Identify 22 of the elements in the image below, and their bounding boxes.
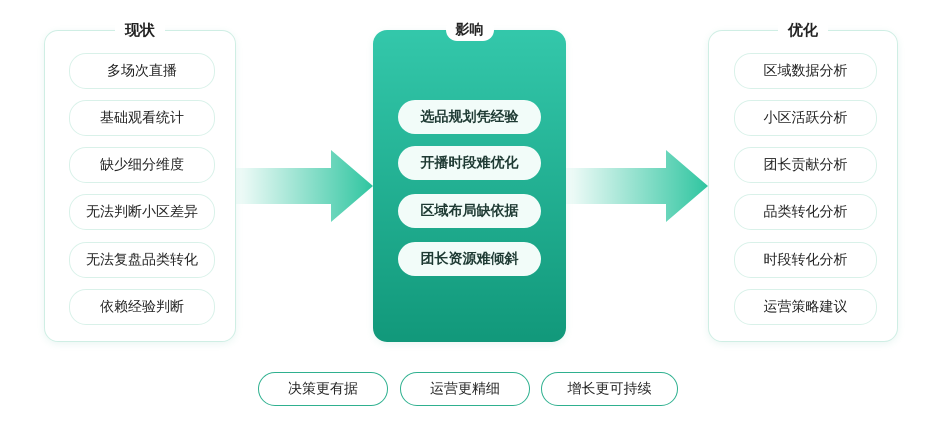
outcome-pill: 决策更有据 <box>258 372 388 406</box>
item-pill: 依赖经验判断 <box>69 289 215 325</box>
item-pill: 团长资源难倾斜 <box>398 242 541 276</box>
outcome-pill: 运营更精细 <box>400 372 530 406</box>
item-pill: 区域布局缺依据 <box>398 194 541 228</box>
column-title: 影响 <box>446 19 494 41</box>
outcome-pill: 增长更可持续 <box>541 372 678 406</box>
item-pill: 无法复盘品类转化 <box>69 242 215 278</box>
flow-arrow <box>236 150 373 222</box>
item-pill: 时段转化分析 <box>734 242 877 278</box>
item-pill: 区域数据分析 <box>734 53 877 89</box>
flow-arrow <box>566 150 708 222</box>
item-pill: 品类转化分析 <box>734 194 877 230</box>
item-pill: 开播时段难优化 <box>398 146 541 180</box>
item-pill: 无法判断小区差异 <box>69 194 215 230</box>
item-pill: 运营策略建议 <box>734 289 877 325</box>
item-pill: 团长贡献分析 <box>734 147 877 183</box>
item-pill: 缺少细分维度 <box>69 147 215 183</box>
item-pill: 多场次直播 <box>69 53 215 89</box>
item-pill: 选品规划凭经验 <box>398 100 541 134</box>
item-pill: 基础观看统计 <box>69 100 215 136</box>
item-pill: 小区活跃分析 <box>734 100 877 136</box>
